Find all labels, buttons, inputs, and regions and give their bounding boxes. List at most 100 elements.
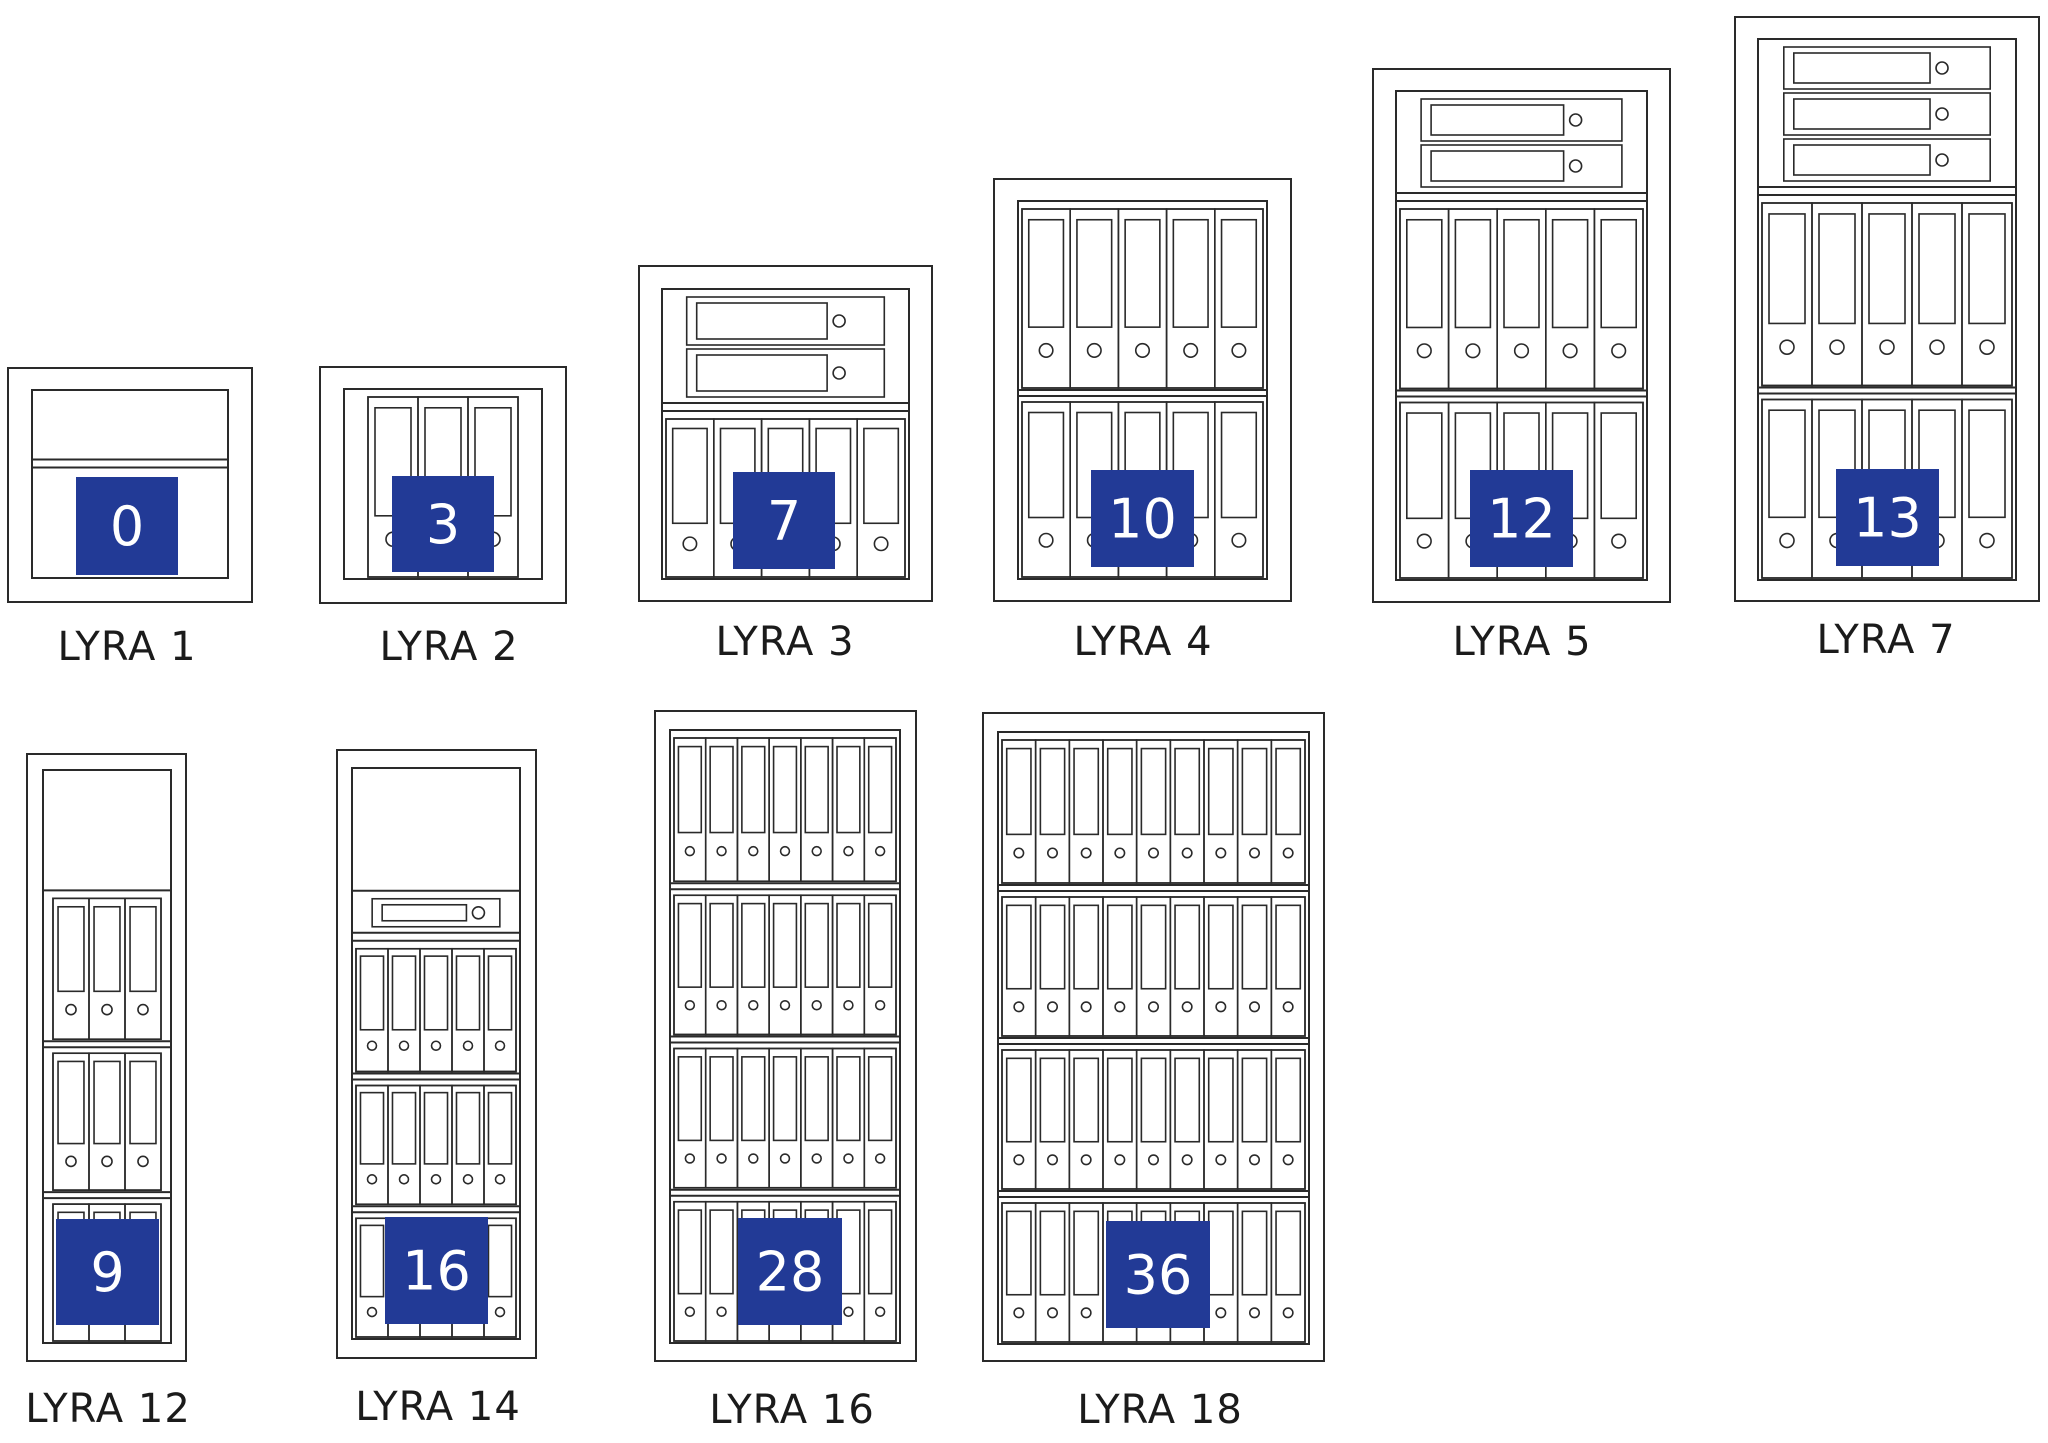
binder-finger-hole bbox=[494, 1040, 506, 1052]
capacity-badge bbox=[385, 1217, 488, 1324]
binder-finger-hole bbox=[843, 845, 854, 857]
binder-spine-label bbox=[57, 1060, 85, 1145]
binder bbox=[1214, 401, 1264, 578]
binder-spine-label bbox=[455, 955, 481, 1031]
label-lyra-7: LYRA 7 bbox=[1816, 617, 1956, 663]
binder-spine-label bbox=[93, 1060, 121, 1145]
binder-spine-label bbox=[772, 1056, 798, 1142]
binder-spine-label bbox=[709, 745, 734, 834]
binder-finger-hole bbox=[874, 845, 886, 857]
binder-finger-hole bbox=[1181, 1154, 1193, 1166]
binder-finger-hole bbox=[716, 845, 727, 857]
safe-inner-frame bbox=[661, 288, 910, 580]
capacity-badge bbox=[76, 477, 178, 575]
binder-spine-label bbox=[709, 1209, 734, 1295]
binder-spine-label bbox=[1220, 411, 1258, 519]
safe-inner-frame bbox=[42, 769, 172, 1344]
binder-finger-hole bbox=[1086, 342, 1102, 358]
binder-spine-label bbox=[836, 745, 861, 834]
label-lyra-4: LYRA 4 bbox=[1073, 619, 1213, 665]
binder-row bbox=[1021, 208, 1264, 389]
binder-row bbox=[1001, 1049, 1306, 1190]
safe-7: 9 bbox=[26, 753, 187, 1362]
binder-spine-label bbox=[359, 955, 385, 1031]
safe-1: 0 bbox=[7, 367, 253, 603]
binder bbox=[1961, 398, 2013, 579]
binder-finger-hole bbox=[1134, 342, 1151, 358]
binder-finger-hole bbox=[430, 1040, 442, 1052]
binder-spine-label bbox=[863, 427, 900, 525]
drawer bbox=[1783, 138, 1992, 182]
binder-finger-hole bbox=[1013, 1154, 1025, 1166]
binder-row bbox=[52, 897, 162, 1041]
binder-spine-label bbox=[804, 745, 829, 834]
label-lyra-5: LYRA 5 bbox=[1452, 619, 1592, 665]
safe-outer-frame bbox=[638, 265, 933, 602]
binder-spine-label bbox=[1241, 904, 1268, 990]
binder-spine-label bbox=[359, 1224, 385, 1298]
binder-finger-hole bbox=[1215, 847, 1227, 859]
capacity-badge bbox=[1106, 1221, 1210, 1328]
binder-spine-label bbox=[741, 902, 766, 988]
binder-spine-label bbox=[1027, 411, 1065, 519]
binder-row bbox=[1001, 896, 1306, 1037]
binder-spine-label bbox=[677, 1209, 703, 1295]
binder-spine-label bbox=[1174, 747, 1201, 836]
binder-finger-hole bbox=[366, 1306, 378, 1318]
binder-finger-hole bbox=[748, 1000, 759, 1011]
drawer bbox=[1783, 92, 1992, 136]
binder-finger-hole bbox=[1779, 532, 1795, 549]
binder-row bbox=[1399, 208, 1644, 390]
drawer-label-slot bbox=[1793, 144, 1931, 176]
binder-finger-hole bbox=[137, 1003, 149, 1016]
binder-spine-label bbox=[391, 1091, 417, 1165]
capacity-badge bbox=[1091, 470, 1194, 567]
safe-outer-frame bbox=[993, 178, 1292, 602]
safe-inner-frame bbox=[31, 389, 229, 579]
binder-finger-hole bbox=[684, 1153, 696, 1164]
binder-spine-label bbox=[57, 905, 85, 993]
binder-finger-hole bbox=[398, 1040, 410, 1052]
binder-finger-hole bbox=[494, 1306, 506, 1318]
binder-finger-hole bbox=[1181, 847, 1193, 859]
binder-spine-label bbox=[487, 955, 513, 1031]
safe-inner-frame bbox=[351, 767, 521, 1340]
binder-spine-label bbox=[1275, 1057, 1302, 1143]
binder-finger-hole bbox=[682, 536, 698, 552]
drawer-knob bbox=[1568, 113, 1583, 127]
binder-spine-label bbox=[129, 1060, 157, 1145]
binder-spine-label bbox=[1140, 747, 1167, 836]
capacity-number: 9 bbox=[90, 1241, 124, 1304]
binder-spine-label bbox=[1768, 213, 1806, 325]
binder-finger-hole bbox=[398, 1174, 410, 1185]
binder-row bbox=[673, 737, 897, 883]
binder-finger-hole bbox=[1114, 847, 1126, 859]
capacity-badge bbox=[56, 1219, 159, 1325]
binder-finger-hole bbox=[1147, 1154, 1160, 1166]
binder-spine-label bbox=[1039, 747, 1066, 836]
binder-spine-label bbox=[1073, 1210, 1100, 1296]
binder-finger-hole bbox=[65, 1155, 77, 1168]
binder bbox=[124, 897, 162, 1041]
binder-spine-label bbox=[1172, 218, 1209, 328]
binder-finger-hole bbox=[1879, 339, 1895, 355]
binder-finger-hole bbox=[1046, 847, 1059, 859]
binder-finger-hole bbox=[684, 1000, 696, 1011]
safe-inner-frame bbox=[343, 388, 543, 580]
binder-spine-label bbox=[1073, 747, 1100, 836]
binder-spine-label bbox=[867, 902, 893, 988]
binder bbox=[1214, 208, 1264, 389]
binder-finger-hole bbox=[811, 1153, 822, 1164]
drawer bbox=[371, 897, 501, 928]
binder-spine-label bbox=[1207, 747, 1234, 836]
safe-outer-frame bbox=[1734, 16, 2040, 602]
label-lyra-18: LYRA 18 bbox=[1077, 1387, 1243, 1433]
label-lyra-2: LYRA 2 bbox=[379, 624, 519, 670]
binder-spine-label bbox=[836, 1056, 861, 1142]
safe-outer-frame bbox=[1372, 68, 1671, 603]
binder-finger-hole bbox=[716, 1000, 727, 1011]
binder-finger-hole bbox=[874, 1306, 886, 1317]
binder-spine-label bbox=[1005, 1210, 1032, 1296]
